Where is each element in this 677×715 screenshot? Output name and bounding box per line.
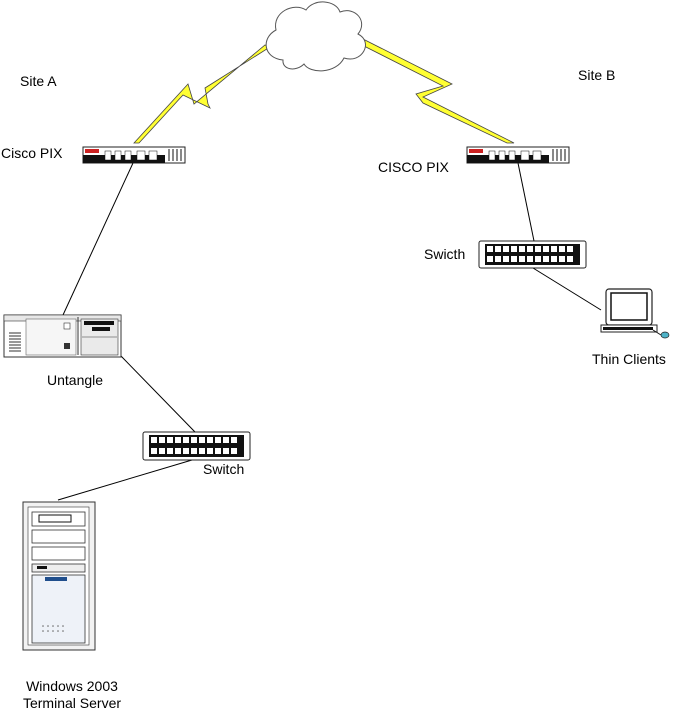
switch-a bbox=[142, 431, 251, 461]
desktop-pc-icon bbox=[3, 314, 122, 358]
link-pix-a-untangle bbox=[62, 162, 134, 316]
switch-b-label: Swicth bbox=[424, 246, 466, 262]
untangle-label: Untangle bbox=[47, 372, 104, 388]
pix-a-label: Cisco PIX bbox=[1, 145, 63, 161]
firewall-pix-b bbox=[466, 146, 570, 164]
link-switch-b-thin-client bbox=[532, 267, 602, 311]
server-label: Windows 2003 Terminal Server bbox=[8, 678, 136, 712]
site-a-label: Site A bbox=[20, 73, 57, 89]
pix-b-label: CISCO PIX bbox=[378, 159, 449, 175]
firewall-pix-a bbox=[82, 146, 186, 164]
wan-link-b bbox=[359, 37, 515, 144]
thin-clients-label: Thin Clients bbox=[592, 351, 666, 367]
cloud-icon bbox=[265, 1, 366, 72]
thin-client-icon bbox=[600, 288, 670, 339]
lightning-bolt-icon bbox=[133, 44, 271, 144]
connection-lines bbox=[57, 162, 602, 501]
switch-b bbox=[478, 240, 587, 269]
link-pix-b-switch-b bbox=[517, 162, 535, 242]
tower-server-icon bbox=[22, 501, 96, 651]
link-untangle-switch-a bbox=[119, 354, 196, 433]
site-b-label: Site B bbox=[578, 67, 616, 83]
lightning-bolt-icon bbox=[359, 37, 515, 144]
switch-a-label: Switch bbox=[203, 461, 245, 477]
server-label-line2: Terminal Server bbox=[22, 695, 122, 711]
server-label-line1: Windows 2003 bbox=[26, 678, 118, 694]
link-switch-a-server bbox=[57, 459, 193, 501]
wan-link-a bbox=[133, 44, 271, 144]
